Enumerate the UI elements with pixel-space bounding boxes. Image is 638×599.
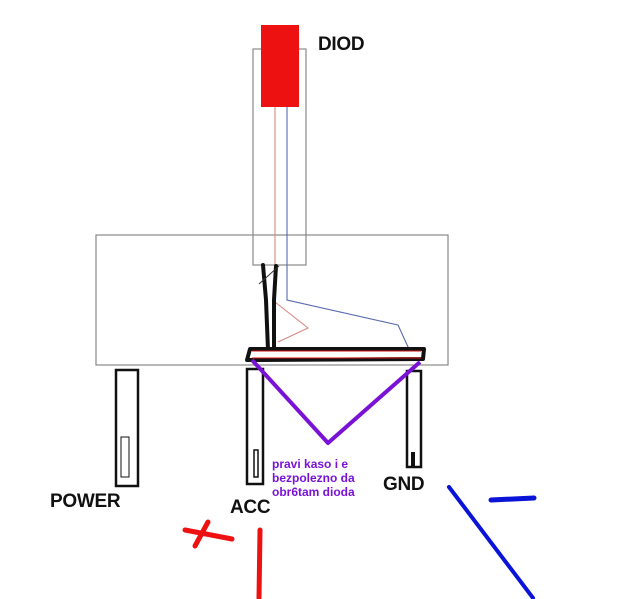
red-cross-stroke-2 <box>192 519 211 549</box>
diode-title: DIOD <box>318 34 365 55</box>
annotation-line-2: bezpolezno da <box>272 471 355 485</box>
red-vertical-line <box>256 527 263 599</box>
pin-label-gnd: GND <box>383 474 425 495</box>
pin-power <box>114 368 140 488</box>
pin-label-power: POWER <box>50 491 121 512</box>
contact-bar <box>245 347 426 362</box>
pin-acc-slot <box>253 449 259 478</box>
housing-box <box>95 234 449 366</box>
diode-leg-left <box>261 263 270 352</box>
diode-body <box>261 25 299 107</box>
purple-jumper <box>250 358 422 445</box>
red-lead-wire <box>274 107 310 343</box>
annotation-line-3: obr6tam dioda <box>272 485 355 499</box>
pin-power-slot <box>120 436 130 478</box>
leg-tick <box>258 265 280 285</box>
blue-dash <box>488 495 537 503</box>
blue-slash <box>447 485 535 599</box>
diode-leg-right <box>272 264 278 352</box>
blue-lead-wire <box>286 107 415 361</box>
pin-gnd-slot <box>411 452 415 467</box>
pin-label-acc: ACC <box>230 497 271 518</box>
annotation-line-1: pravi kaso i e <box>272 457 349 471</box>
red-cross-stroke-1 <box>182 527 235 542</box>
pin-acc <box>245 367 265 486</box>
annotation-note: pravi kaso i e bezpolezno da obr6tam dio… <box>272 457 355 499</box>
